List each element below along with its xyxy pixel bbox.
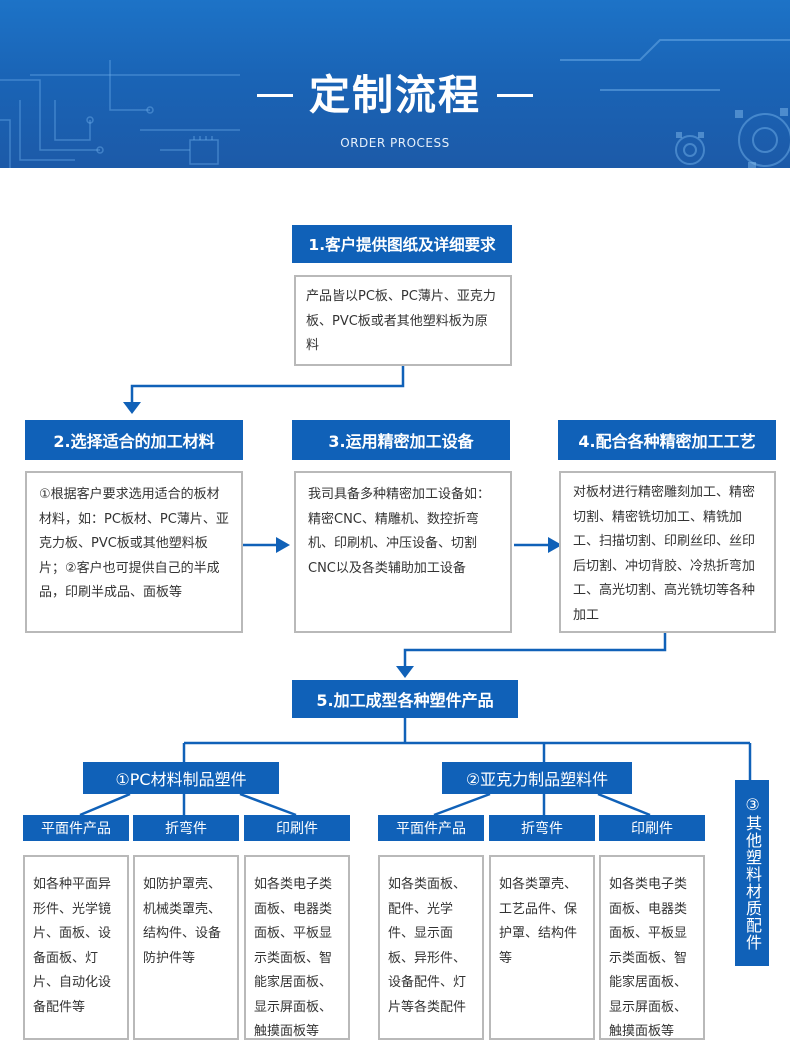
step5-title: 5.加工成型各种塑件产品	[292, 680, 518, 718]
acrylic-printed-label: 印刷件	[599, 815, 705, 841]
step3-title: 3.运用精密加工设备	[292, 420, 510, 460]
step1-title: 1.客户提供图纸及详细要求	[292, 225, 512, 263]
pc-bent-description: 如防护罩壳、机械类罩壳、结构件、设备防护件等	[133, 855, 239, 1040]
pc-printed-label: 印刷件	[244, 815, 350, 841]
step2-title: 2.选择适合的加工材料	[25, 420, 243, 460]
step4-title: 4.配合各种精密加工工艺	[558, 420, 776, 460]
acrylic-bent-description: 如各类罩壳、工艺品件、保护罩、结构件等	[489, 855, 595, 1040]
step3-description: 我司具备多种精密加工设备如：精密CNC、精雕机、数控折弯机、印刷机、冲压设备、切…	[294, 471, 512, 633]
pc-printed-description: 如各类电子类面板、电器类面板、平板显示类面板、智能家居面板、显示屏面板、触摸面板…	[244, 855, 350, 1040]
category-other-title: ③其他塑料材质配件	[735, 780, 769, 966]
pc-flat-label: 平面件产品	[23, 815, 129, 841]
step4-description: 对板材进行精密雕刻加工、精密切割、精密铣切加工、精铣加工、扫描切割、印刷丝印、丝…	[559, 471, 776, 633]
pc-flat-description: 如各种平面异形件、光学镜片、面板、设备面板、灯片、自动化设备配件等	[23, 855, 129, 1040]
acrylic-flat-label: 平面件产品	[378, 815, 484, 841]
acrylic-flat-description: 如各类面板、配件、光学件、显示面板、异形件、设备配件、灯片等各类配件	[378, 855, 484, 1040]
acrylic-bent-label: 折弯件	[489, 815, 595, 841]
step2-description: ①根据客户要求选用适合的板材材料，如：PC板材、PC薄片、亚克力板、PVC板或其…	[25, 471, 243, 633]
category-pc-title: ①PC材料制品塑件	[83, 762, 279, 794]
category-acrylic-title: ②亚克力制品塑料件	[442, 762, 632, 794]
step1-description: 产品皆以PC板、PC薄片、亚克力板、PVC板或者其他塑料板为原料	[294, 275, 512, 366]
pc-bent-label: 折弯件	[133, 815, 239, 841]
acrylic-printed-description: 如各类电子类面板、电器类面板、平板显示类面板、智能家居面板、显示屏面板、触摸面板…	[599, 855, 705, 1040]
